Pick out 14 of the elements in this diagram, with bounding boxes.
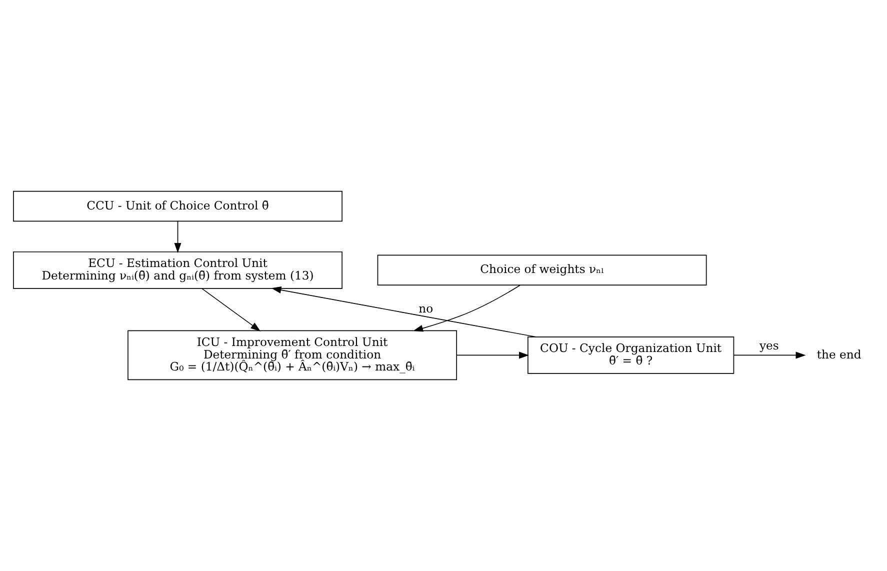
arrow <box>201 288 261 332</box>
node-text: the end <box>816 347 862 362</box>
arrow <box>413 284 520 332</box>
arrow <box>733 352 806 359</box>
edge-label: no <box>418 302 434 316</box>
node-box: COU - Cycle Organization Unit θ̄′ = θ̄ ? <box>528 336 734 374</box>
edge-label: yes <box>759 338 779 353</box>
arrow <box>271 286 536 338</box>
arrow <box>174 220 182 253</box>
node-box: ECU - Estimation Control Unit Determining νₙᵢ(θ̄) and gₙᵢ(θ̄) from system (13) <box>13 251 342 289</box>
arrow <box>456 352 529 359</box>
node-box: ICU - Improvement Control Unit Determining θ̄′ from condition G₀ = (1/Δt)(Q̂ₙ^(θ̄ᵢ) + Âₙ^(θ̄ᵢ)Vₙ) → max_θ̄ᵢ <box>128 330 457 380</box>
node-box: CCU - Unit of Choice Control θ̄ <box>13 190 342 222</box>
node-box: Choice of weights νₙₗ <box>377 254 707 286</box>
